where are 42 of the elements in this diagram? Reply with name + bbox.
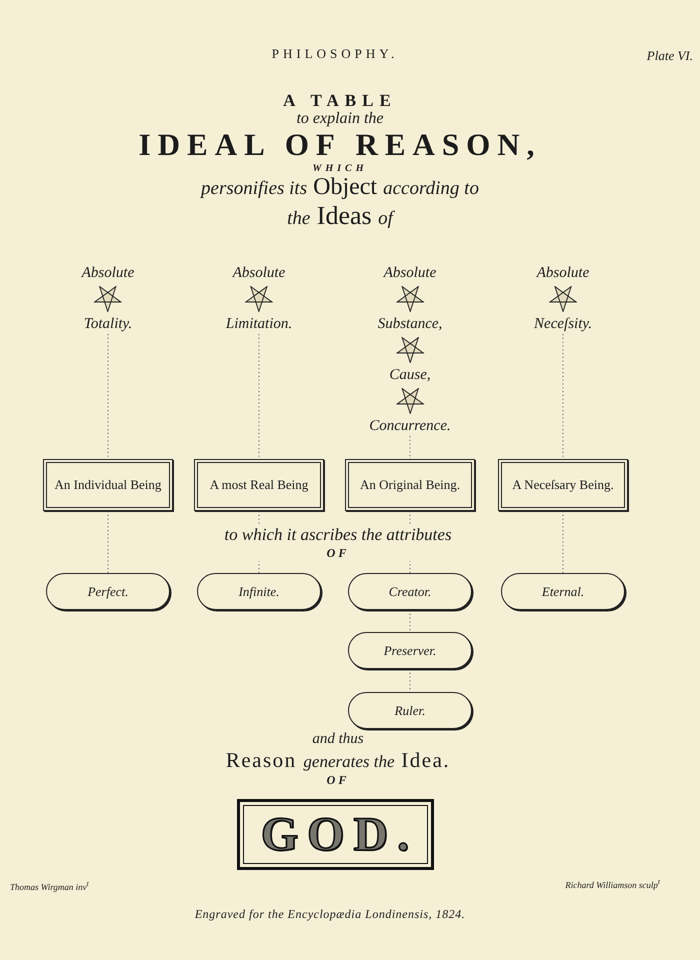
connecting-phrase: to which it ascribes the attributes OF bbox=[222, 525, 454, 562]
rounded-box bbox=[348, 573, 472, 610]
double-framed-box bbox=[43, 459, 173, 511]
node-text: A most Real Being bbox=[210, 477, 308, 493]
node-text: An Original Being. bbox=[360, 477, 460, 493]
idea-term: Absolute bbox=[384, 264, 436, 283]
rounded-box bbox=[348, 632, 472, 669]
idea-term: Concurrence. bbox=[369, 417, 451, 436]
node-text: An Individual Being bbox=[54, 477, 162, 493]
rounded-box bbox=[46, 573, 170, 610]
double-framed-box bbox=[236, 799, 434, 870]
node-text: Perfect. bbox=[88, 584, 128, 600]
idea-term: Limitation. bbox=[226, 315, 292, 334]
rounded-box bbox=[501, 573, 625, 610]
engraver-credit: Richard Williamson sculp$^{t}$ bbox=[565, 877, 660, 890]
plate-number: Plate VI. bbox=[646, 48, 693, 64]
concluding-phrase: and thus Reason generates the Idea. OF bbox=[226, 731, 450, 788]
outlined-lettering: GOD. bbox=[260, 810, 418, 858]
idea-term: Substance, bbox=[378, 315, 442, 334]
idea-term: Absolute bbox=[536, 264, 590, 283]
idea-term: Cause, bbox=[389, 366, 431, 385]
rounded-box bbox=[348, 692, 472, 729]
title: A TABLE to explain the IDEAL OF REASON, WHICH personifies its Object according to the Ideas of bbox=[138, 91, 542, 230]
double-framed-box bbox=[345, 459, 475, 511]
caption: Engraved for the Encyclopædia Londinensis, 1824. bbox=[194, 907, 466, 922]
idea-term: Absolute bbox=[232, 264, 286, 283]
dotted-line bbox=[258, 334, 260, 460]
node-text: Infinite. bbox=[238, 584, 280, 600]
double-framed-box bbox=[498, 459, 628, 511]
rounded-box bbox=[197, 573, 321, 610]
idea-term: Totality. bbox=[84, 315, 132, 334]
idea-term: Absolute bbox=[82, 264, 134, 283]
node-text: Creator. bbox=[388, 584, 432, 600]
node-text: Preserver. bbox=[384, 642, 436, 658]
designer-credit: Thomas Wirgman inv$^{t}$ bbox=[10, 879, 89, 892]
dotted-line bbox=[562, 334, 564, 460]
node-text: A Neceſsary Being. bbox=[512, 477, 614, 493]
node-text: Ruler. bbox=[394, 702, 426, 718]
node-text: Eternal. bbox=[542, 584, 584, 600]
double-framed-box bbox=[194, 459, 324, 511]
idea-term: Neceſsity. bbox=[534, 315, 592, 334]
running-head: PHILOSOPHY. bbox=[272, 46, 398, 62]
